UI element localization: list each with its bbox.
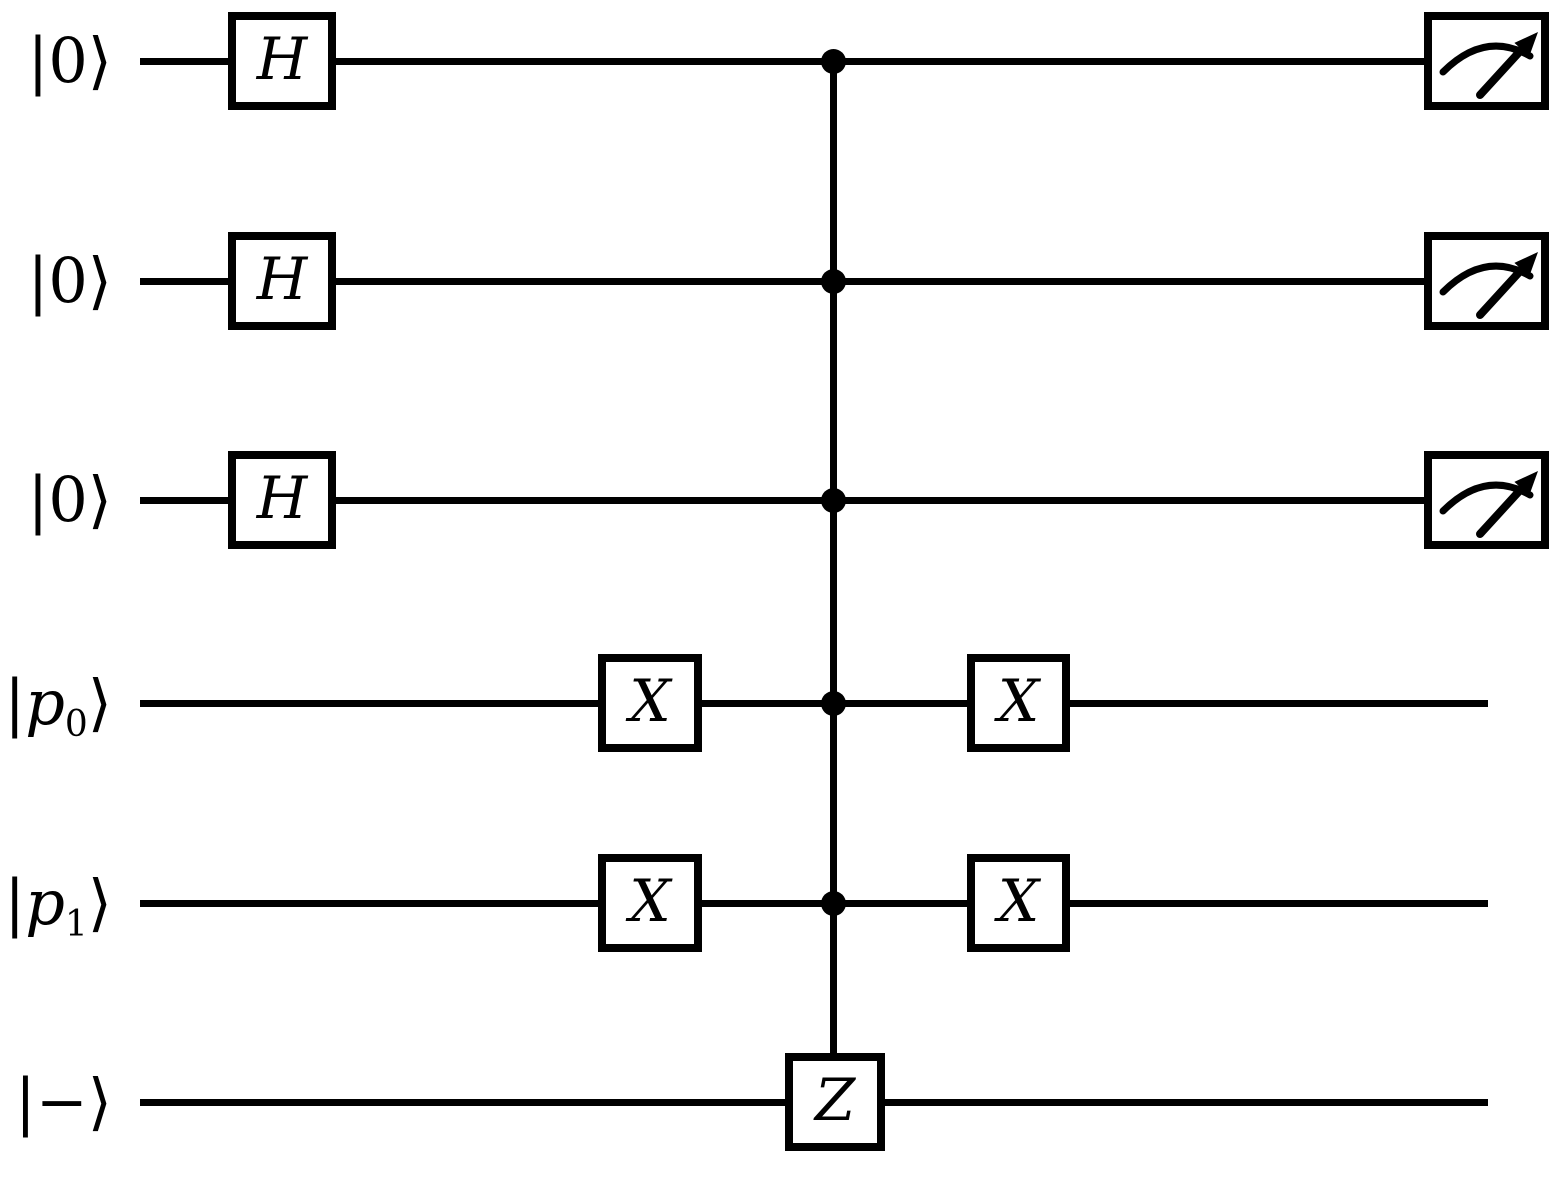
measurement-gate-q0 — [1424, 12, 1549, 110]
control-dot-q1 — [821, 269, 846, 294]
qubit-wire-p1 — [140, 900, 1488, 907]
z-gate-target: Z — [785, 1053, 885, 1151]
ket-open-bar: | — [27, 463, 49, 536]
hadamard-gate-q0: H — [228, 12, 336, 110]
meter-icon — [1439, 471, 1538, 538]
ket-open-bar: | — [14, 1065, 36, 1138]
ket-symbol: p — [25, 866, 65, 939]
x-gate-p1-right: X — [967, 854, 1070, 952]
gate-label: H — [256, 464, 308, 532]
ket-subscript: 0 — [64, 704, 88, 745]
ket-close-bracket: ⟩ — [87, 866, 112, 939]
x-gate-p0-right: X — [967, 654, 1070, 752]
meter-icon — [1439, 32, 1538, 99]
ket-open-bar: | — [4, 866, 26, 939]
ket-close-bracket: ⟩ — [87, 1065, 112, 1138]
qubit-wire-q0 — [140, 58, 1424, 65]
gate-label: Z — [814, 1066, 856, 1134]
ket-close-bracket: ⟩ — [87, 463, 112, 536]
control-dot-q2 — [821, 488, 846, 513]
x-gate-p1-left: X — [598, 854, 702, 952]
gate-label: H — [256, 245, 308, 313]
ket-close-bracket: ⟩ — [87, 24, 112, 97]
wire-label-p0: |p0⟩ — [0, 658, 112, 748]
control-dot-p0 — [821, 691, 846, 716]
ket-open-bar: | — [27, 24, 49, 97]
qubit-wire-p0 — [140, 700, 1488, 707]
meter-icon — [1439, 252, 1538, 319]
ket-close-bracket: ⟩ — [87, 666, 112, 739]
gate-label: X — [997, 867, 1040, 935]
measurement-gate-q2 — [1424, 451, 1549, 549]
ket-symbol: 0 — [48, 24, 88, 97]
ket-close-bracket: ⟩ — [87, 244, 112, 317]
qubit-wire-q2 — [140, 497, 1424, 504]
gate-label: X — [997, 667, 1040, 735]
ket-symbol: − — [35, 1065, 88, 1138]
ket-symbol: 0 — [48, 244, 88, 317]
wire-label-q1: |0⟩ — [0, 236, 112, 326]
gate-label: X — [629, 867, 671, 935]
control-dot-q0 — [821, 49, 846, 74]
ket-symbol: 0 — [48, 463, 88, 536]
x-gate-p0-left: X — [598, 654, 702, 752]
hadamard-gate-q1: H — [228, 232, 336, 330]
gate-label: X — [629, 667, 671, 735]
ket-subscript: 1 — [64, 904, 88, 945]
hadamard-gate-q2: H — [228, 451, 336, 549]
ket-symbol: p — [25, 666, 65, 739]
qubit-wire-q1 — [140, 278, 1424, 285]
ket-open-bar: | — [4, 666, 26, 739]
control-dot-p1 — [821, 891, 846, 916]
wire-label-p1: |p1⟩ — [0, 858, 112, 948]
wire-label-q2: |0⟩ — [0, 455, 112, 545]
wire-label-minus: |−⟩ — [0, 1057, 112, 1147]
wire-label-q0: |0⟩ — [0, 16, 112, 106]
ket-open-bar: | — [27, 244, 49, 317]
gate-label: H — [256, 25, 308, 93]
control-line — [830, 61, 837, 1057]
measurement-gate-q1 — [1424, 232, 1549, 330]
